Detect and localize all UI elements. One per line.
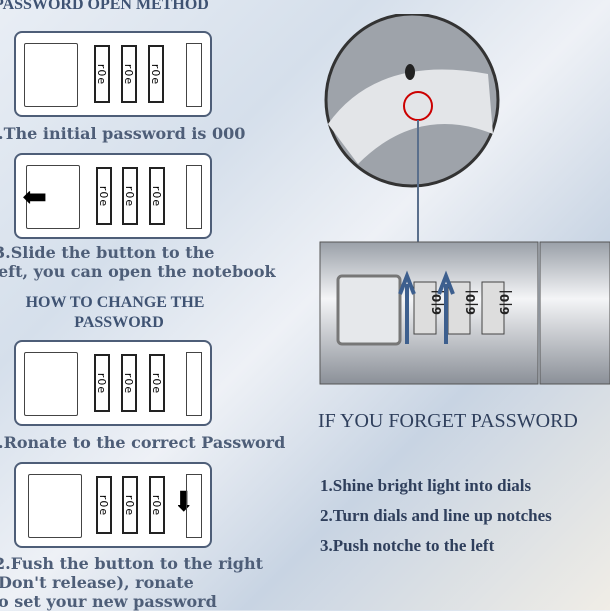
forget-item-3: 3.Push notche to the left [320, 536, 495, 555]
change-title-line1: HOW TO CHANGE THE [25, 294, 205, 311]
forget-item-2: 2.Turn dials and line up notches [320, 506, 552, 525]
arrow-down-icon: ⬇ [172, 485, 196, 518]
forget-item-1: 1.Shine bright light into dials [320, 476, 532, 495]
lock-slot [186, 43, 202, 107]
lock-diagram-4: r0e r0e r0e ⬇ [14, 462, 212, 548]
dial: r0e [94, 354, 110, 412]
dial: r0e [122, 476, 138, 534]
arrow-left-icon: ⬅ [22, 180, 48, 215]
change-step-2-line1: 2.Fush the button to the right [0, 554, 263, 573]
lock-dial-1: 6|0| [430, 290, 444, 315]
open-method-title: PASSWORD OPEN METHOD [0, 0, 209, 13]
lock-slot [186, 352, 202, 416]
dial: r0e [149, 354, 165, 412]
open-step-2-line2: eft, you can open the notebook [0, 262, 276, 281]
open-step-2-line1: 3.Slide the button to the [0, 243, 215, 262]
lock-dial-3: 6|0| [498, 290, 512, 315]
dial: r0e [96, 476, 112, 534]
lock-diagram-2: ⬅ r0e r0e r0e [14, 153, 212, 239]
lock-diagram-3: r0e r0e r0e [14, 340, 212, 426]
lock-slot [186, 474, 202, 538]
lock-dial-2: 6|0| [464, 290, 478, 315]
change-step-2-line2: Don't release), ronate [0, 573, 194, 592]
dial: r0e [149, 167, 165, 225]
arrow-up-icon [398, 270, 416, 344]
forget-title: IF YOU FORGET PASSWORD [318, 410, 578, 432]
change-title-line2: PASSWORD [74, 314, 164, 331]
lock-slot [186, 165, 202, 229]
lock-button [24, 352, 78, 416]
dial: r0e [96, 167, 112, 225]
dial: r0e [148, 45, 164, 103]
change-step-2-line3: o set your new password [0, 592, 217, 611]
open-step-1: .The initial password is 000 [0, 124, 246, 143]
lock-photo: 6|0| 6|0| 6|0| [319, 14, 610, 385]
arrow-up-icon [437, 270, 455, 344]
dial: r0e [94, 45, 110, 103]
dial: r0e [122, 167, 138, 225]
dial: r0e [121, 45, 137, 103]
lock-button [26, 165, 80, 229]
lock-button [28, 474, 82, 538]
change-step-1: .Ronate to the correct Password [0, 433, 286, 452]
lock-button [24, 43, 78, 107]
dial: r0e [121, 354, 137, 412]
lock-diagram-1: r0e r0e r0e [14, 31, 212, 117]
dial: r0e [149, 476, 165, 534]
